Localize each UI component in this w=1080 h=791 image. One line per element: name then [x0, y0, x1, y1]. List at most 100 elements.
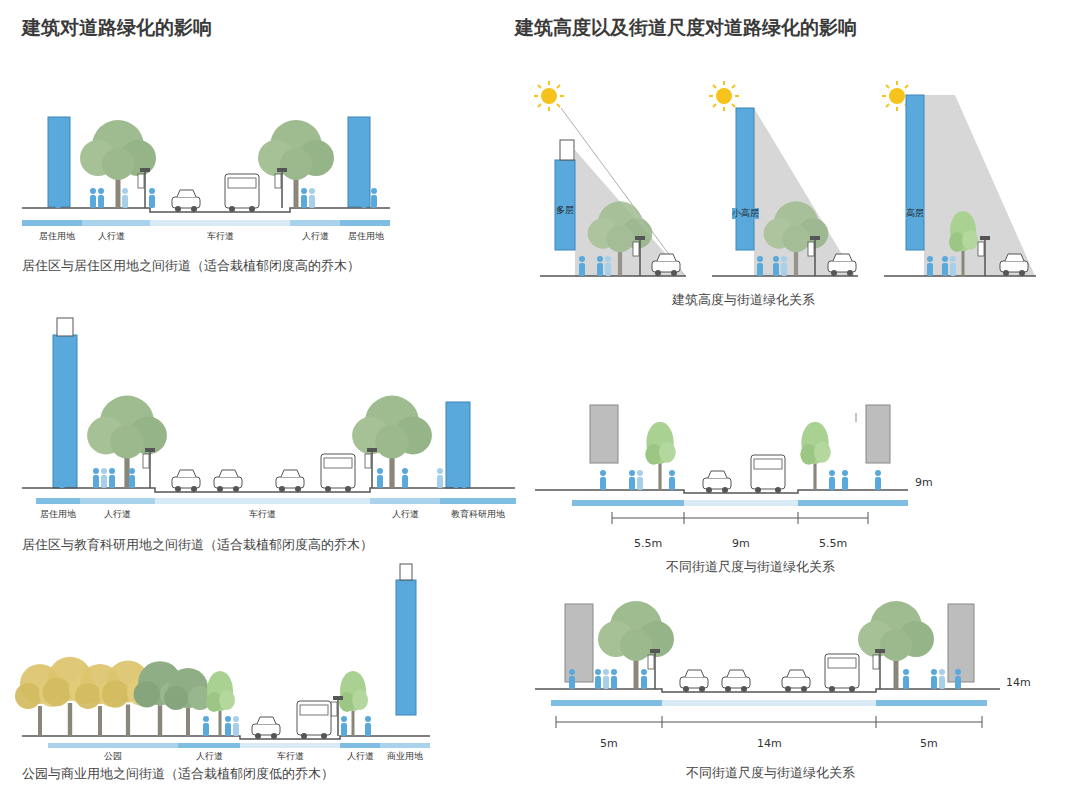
drawing-part	[101, 468, 107, 488]
drawing-part	[214, 470, 242, 492]
drawing-part	[876, 716, 877, 728]
drawing-part	[903, 669, 909, 689]
drawing-part	[598, 601, 674, 689]
drawing-part	[172, 470, 200, 492]
band-label: 居住用地	[39, 231, 75, 242]
drawing-part	[722, 670, 750, 692]
drawing-part	[297, 701, 331, 739]
drawing-part	[605, 256, 611, 276]
dimension: 5.5m	[634, 537, 662, 550]
dimension: 5m	[600, 737, 618, 750]
drawing-part	[22, 736, 430, 739]
drawing-part	[377, 468, 383, 488]
drawing-part	[396, 580, 416, 715]
drawing-part	[400, 564, 412, 580]
drawing-part	[258, 120, 334, 208]
drawing-part	[924, 95, 1035, 276]
drawing-part	[612, 512, 868, 524]
drawing-part	[781, 256, 787, 276]
drawing-part	[948, 604, 974, 682]
drawing-part	[109, 468, 115, 488]
drawing-part	[782, 670, 810, 692]
drawing-part	[371, 188, 377, 208]
drawing-part	[48, 743, 430, 748]
drawing-part	[440, 498, 516, 504]
dimension: 5.5m	[819, 537, 847, 550]
drawing-part	[1000, 254, 1028, 276]
drawing-part	[331, 696, 343, 736]
drawing-part	[138, 168, 150, 208]
drawing-part	[365, 448, 377, 488]
band-label: 公园	[104, 751, 122, 762]
drawing-part	[551, 700, 662, 706]
caption: 不同街道尺度与街道绿化关系	[666, 559, 835, 575]
band-label: 人行道	[196, 751, 223, 762]
drawing-part	[595, 669, 601, 689]
band-label: 人行道	[347, 751, 374, 762]
caption: 居住区与教育科研用地之间街道（适合栽植郁闭度高的乔木）	[22, 537, 373, 553]
caption: 不同街道尺度与街道绿化关系	[686, 765, 855, 781]
drawing-part	[754, 108, 855, 276]
drawing-part	[633, 236, 645, 276]
drawing-part	[588, 201, 653, 276]
building-label: 高层	[906, 208, 924, 219]
street-9m	[535, 405, 908, 524]
drawing-part	[875, 470, 881, 490]
drawing-part	[225, 174, 259, 212]
drawing-part	[203, 716, 209, 736]
drawing-part	[36, 498, 80, 504]
drawing-part	[555, 160, 575, 250]
drawing-part	[80, 120, 156, 208]
drawing-part	[129, 468, 135, 488]
caption: 居住区与居住区用地之间街道（适合栽植郁闭度高的乔木）	[22, 258, 360, 274]
drawing-part	[927, 256, 933, 276]
drawing-part	[629, 470, 635, 490]
dimension: 14m	[757, 737, 782, 750]
drawing-part	[842, 470, 848, 490]
drawing-part	[178, 743, 240, 748]
drawing-part	[380, 743, 430, 748]
drawing-part	[57, 318, 73, 336]
drawing-part	[798, 500, 908, 506]
band-label: 人行道	[104, 509, 131, 520]
section-residential	[22, 117, 390, 226]
drawing-part	[757, 256, 763, 276]
drawing-part	[600, 470, 606, 490]
drawing-part	[341, 716, 347, 736]
band-label: 商业用地	[387, 751, 423, 762]
drawing-part	[950, 256, 956, 276]
drawing-part	[98, 188, 104, 208]
drawing-part	[556, 716, 982, 728]
drawing-part	[80, 498, 155, 504]
drawing-part	[641, 669, 647, 689]
drawing-part	[603, 669, 609, 689]
dimension: 9m	[732, 537, 750, 550]
drawing-part	[22, 488, 515, 492]
drawing-part	[164, 668, 212, 736]
drawing-part	[276, 470, 304, 492]
drawing-part	[949, 211, 978, 276]
drawing-part	[873, 649, 885, 689]
drawing-part	[402, 468, 408, 488]
drawing-part	[48, 117, 70, 207]
drawing-part	[149, 188, 155, 208]
drawing-part	[275, 168, 287, 208]
building-label: 多层	[556, 205, 574, 216]
drawing-part	[597, 256, 603, 276]
drawing-part	[233, 716, 239, 736]
building-height-sections	[534, 81, 1036, 276]
drawing-part	[684, 512, 685, 524]
section-park	[15, 564, 430, 748]
band-label: 人行道	[302, 231, 329, 242]
section-education	[22, 318, 516, 504]
drawing-part	[703, 471, 731, 493]
drawing-part	[808, 236, 820, 276]
drawing-part	[446, 402, 470, 488]
drawing-part	[645, 422, 675, 490]
drawing-part	[48, 743, 178, 748]
building-label: 小高层	[732, 208, 759, 219]
drawing-part	[348, 117, 370, 207]
drawing-part	[572, 500, 908, 506]
drawing-part	[55, 188, 61, 208]
